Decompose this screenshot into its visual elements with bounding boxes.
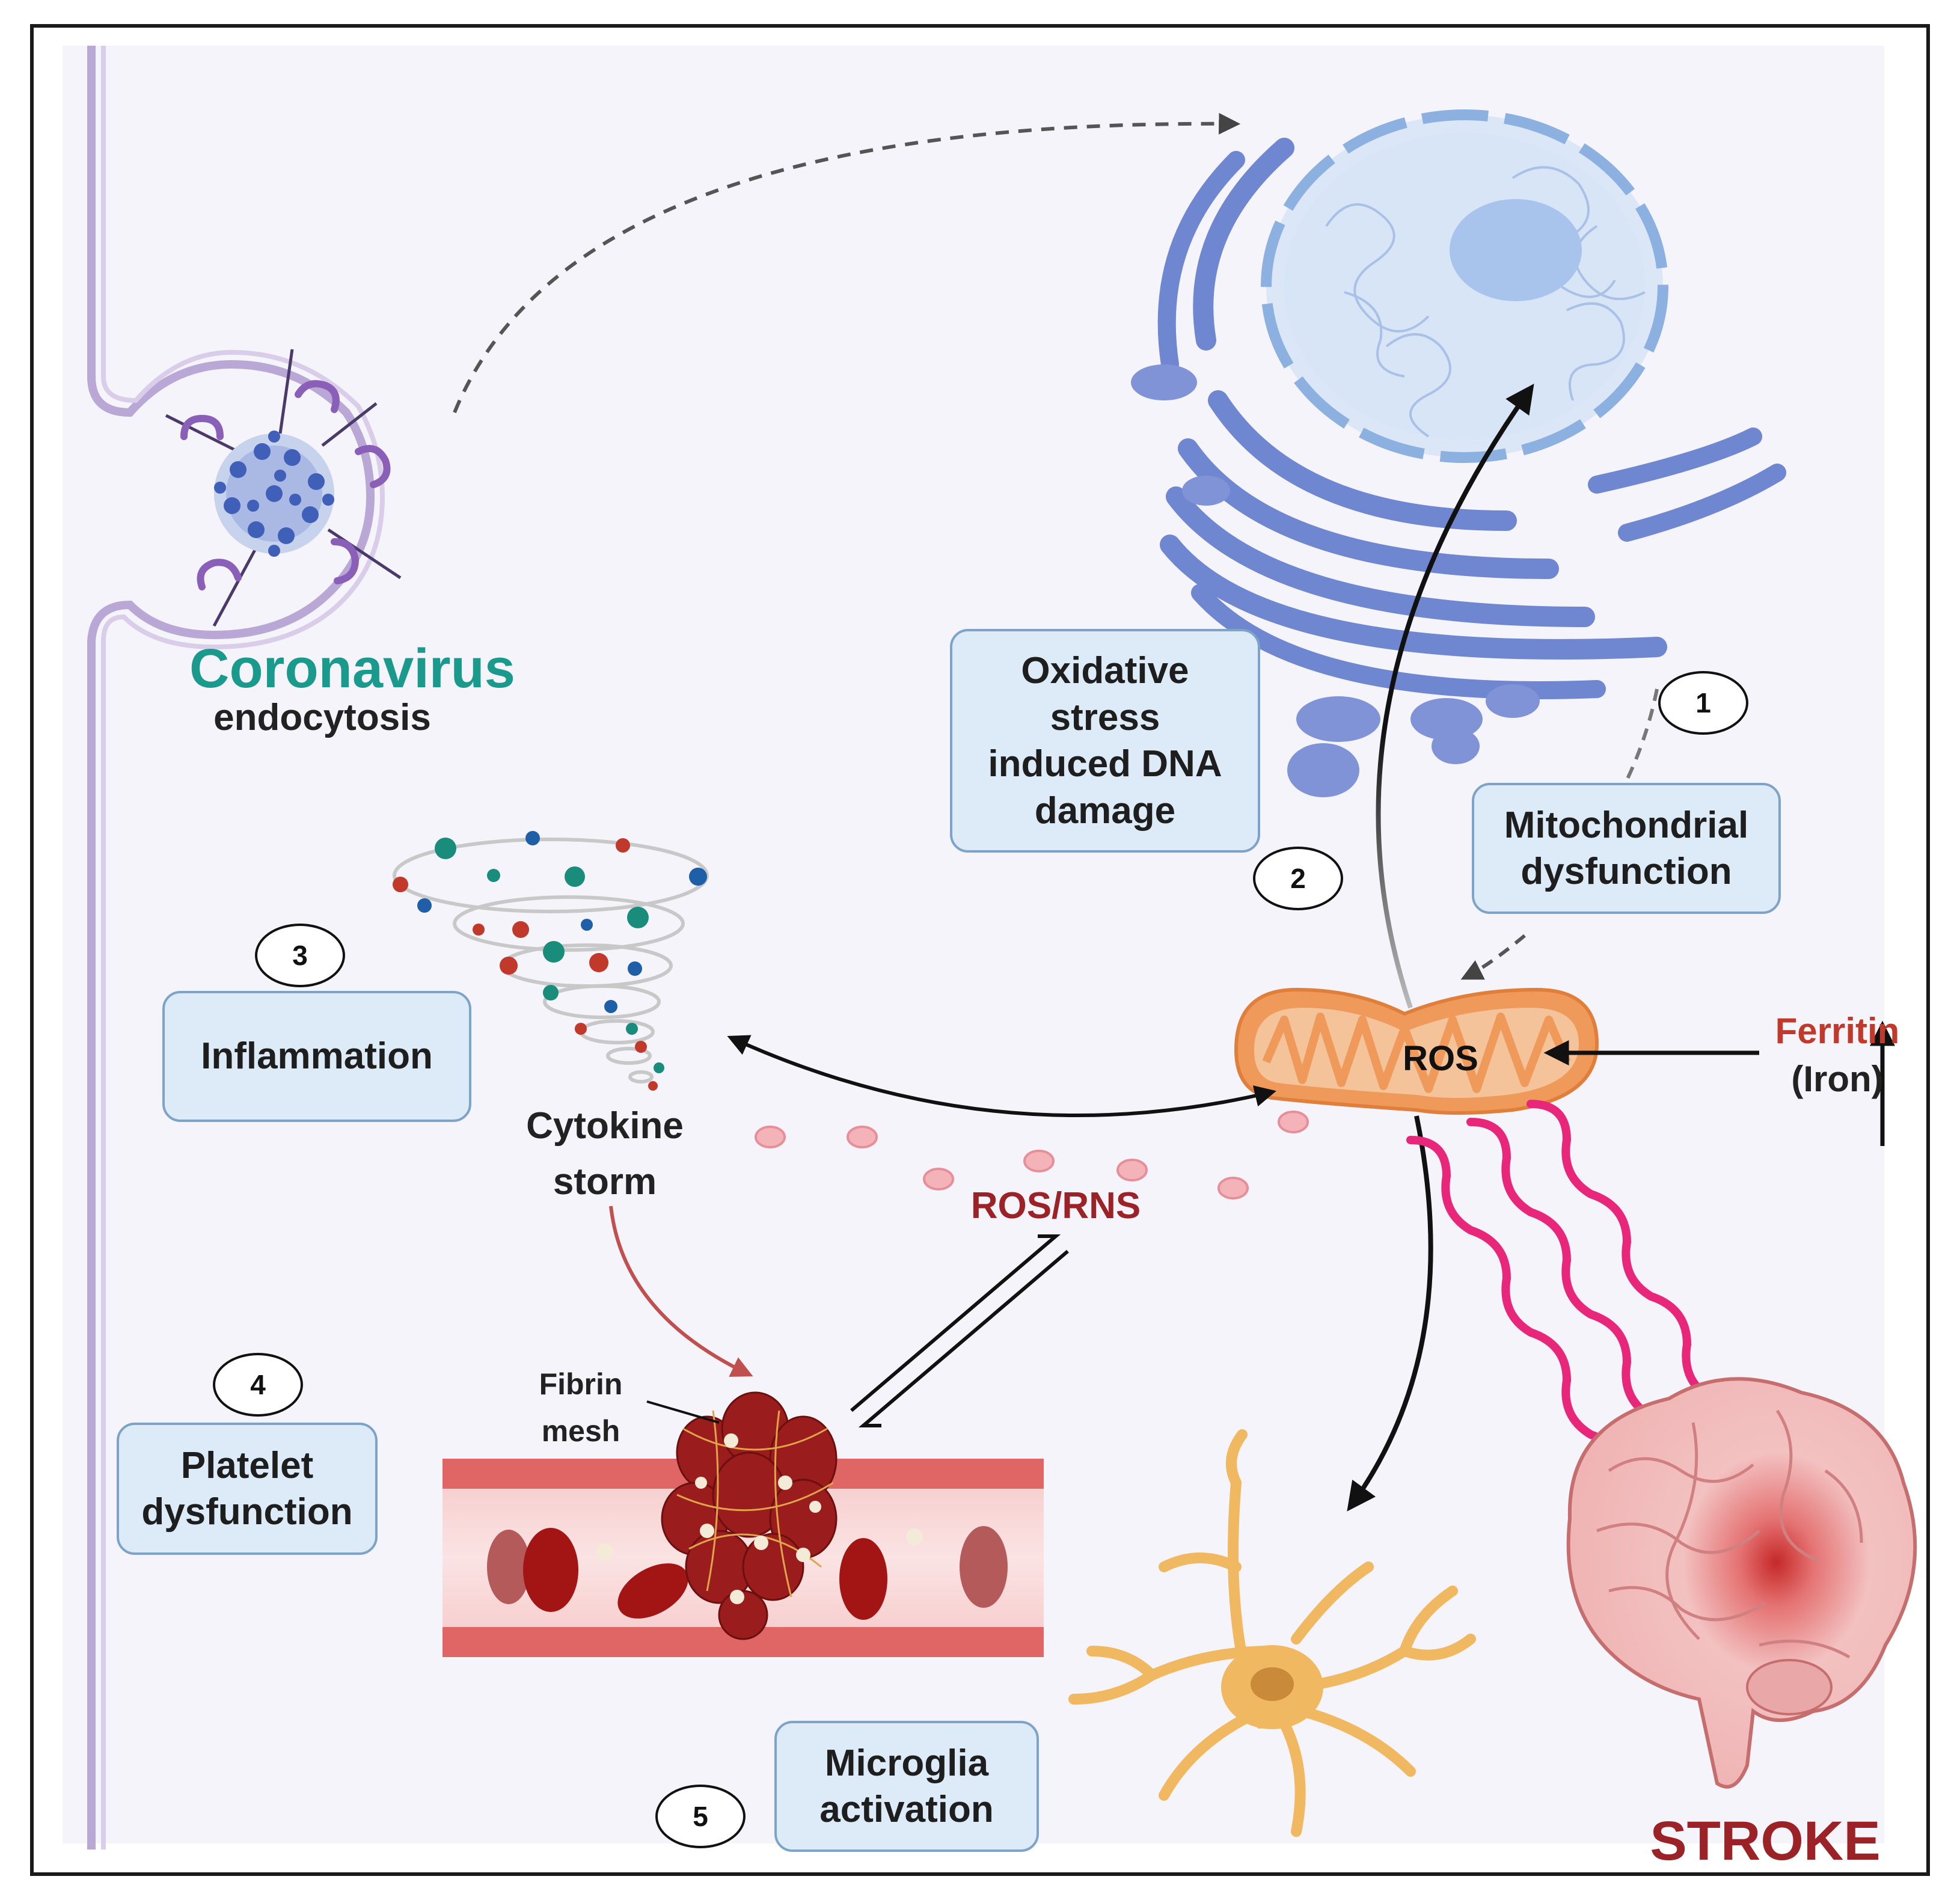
step-5-number: 5 — [655, 1785, 746, 1848]
er-vesicles — [1131, 364, 1540, 797]
brain-icon — [1566, 1377, 1917, 1789]
inflammation-ros-arrow — [727, 1035, 1277, 1118]
nucleus-icon — [1261, 109, 1668, 463]
cell-membrane — [87, 46, 385, 1849]
ros-to-nucleus-arrow — [1376, 384, 1534, 1009]
step-1-number: 1 — [1658, 671, 1748, 735]
step-4-label: Platelet dysfunction — [141, 1444, 353, 1533]
fibrin-mesh-label: Fibrin mesh — [539, 1367, 623, 1448]
step-5-label: Microglia activation — [819, 1742, 994, 1831]
step-5-box: Microglia activation — [774, 1721, 1039, 1852]
equilibrium-arrows — [850, 1234, 1069, 1427]
step-2-number: 2 — [1253, 847, 1343, 910]
cytokine-storm-label: Cytokine storm — [526, 1105, 684, 1203]
ros-label: ROS — [1403, 1039, 1478, 1078]
virus-to-nucleus-arrow — [453, 112, 1241, 414]
step-1-label: Mitochondrial dysfunction — [1504, 804, 1749, 893]
blood-vessel-icon — [443, 1459, 1044, 1657]
microglia-icon — [1068, 1429, 1476, 1837]
mitochondrion-icon — [1234, 987, 1599, 1115]
cytokine-storm-icon — [393, 831, 709, 1091]
coronavirus-icon — [165, 349, 402, 627]
ros-to-microglia-arrow — [1347, 1115, 1433, 1512]
step-3-number: 3 — [255, 924, 345, 987]
step-1-box: Mitochondrial dysfunction — [1472, 783, 1781, 914]
step-3-label: Inflammation — [201, 1035, 433, 1077]
microglia-nucleus — [1251, 1667, 1294, 1701]
cytokine-to-clot-arrow — [609, 1206, 753, 1377]
ros-rns-label: ROS/RNS — [970, 1185, 1141, 1227]
step-2-box: Oxidative stress induced DNA damage — [950, 629, 1260, 853]
stroke-label: STROKE — [1650, 1810, 1881, 1872]
virus-subtitle: endocytosis — [213, 697, 431, 738]
ferritin-label: Ferritin — [1775, 1011, 1900, 1051]
dysfunction-to-mito-dashed — [1460, 934, 1526, 980]
figure-frame: Coronavirus endocytosis Oxidative stress… — [30, 24, 1930, 1876]
clot-icon — [661, 1391, 838, 1640]
ros-particles — [755, 1111, 1309, 1200]
step-3-box: Inflammation — [162, 991, 471, 1122]
step-4-box: Platelet dysfunction — [117, 1423, 378, 1555]
diagram-artwork — [87, 46, 1917, 1849]
virus-title: Coronavirus — [189, 638, 515, 699]
step-2-label: Oxidative stress induced DNA damage — [988, 650, 1222, 832]
fibrin-pointer — [646, 1400, 720, 1424]
iron-label: (Iron) — [1791, 1059, 1884, 1099]
step-4-number: 4 — [213, 1353, 303, 1417]
